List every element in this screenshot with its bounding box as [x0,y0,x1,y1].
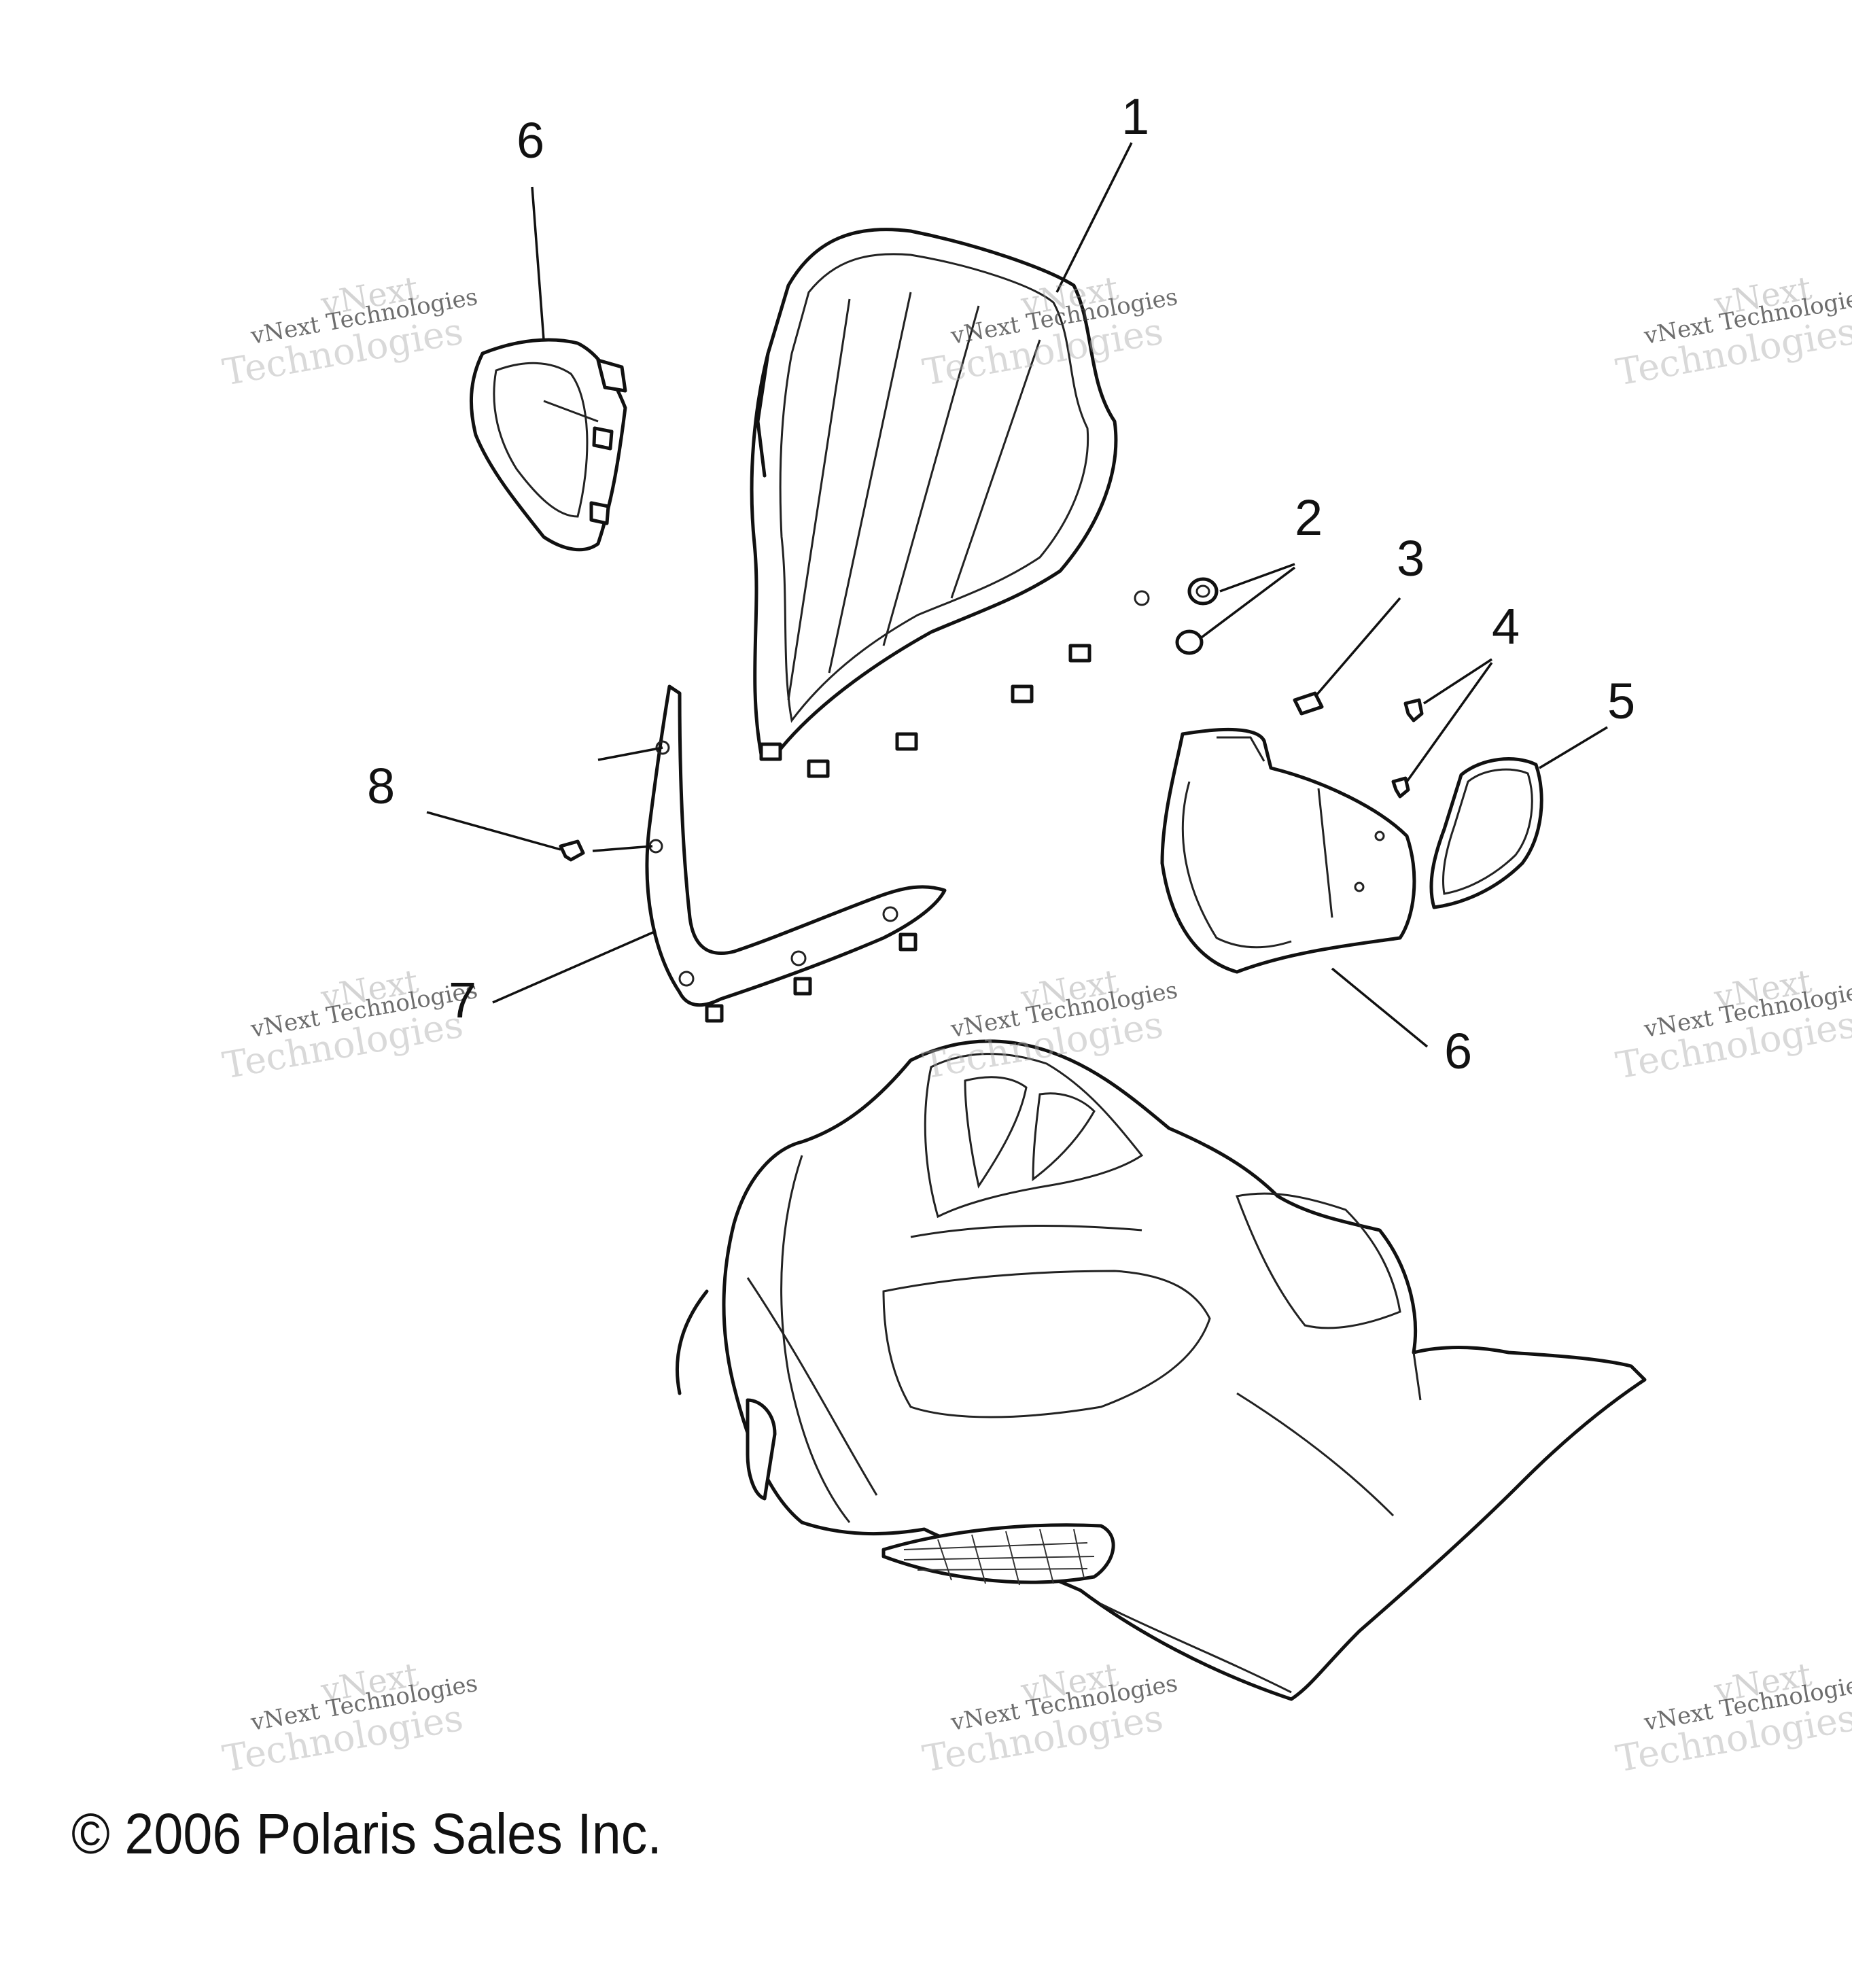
callout-8: 8 [367,758,396,814]
leader-lines [426,142,1608,1048]
mirror-glass-part-5 [1429,757,1543,909]
grommet-part-2 [1175,577,1219,655]
mirror-housing-part-6-left [469,338,627,552]
callout-6-right: 6 [1444,1023,1473,1079]
callout-5: 5 [1607,673,1636,729]
callout-4: 4 [1492,598,1520,655]
callout-7: 7 [449,972,477,1028]
screw-part-8 [559,839,585,862]
screw-part-3 [1293,691,1324,716]
fastener-part-4 [1391,698,1424,799]
mirror-housing-part-6-right [1160,727,1416,974]
callout-3: 3 [1397,530,1425,587]
trim-part-7 [645,684,947,1023]
copyright-text: © 2006 Polaris Sales Inc. [71,1802,662,1866]
windshield-part-1 [750,228,1150,778]
callout-6-left: 6 [517,112,545,169]
callout-1: 1 [1121,88,1150,145]
hood-assembly [675,1039,1647,1701]
callout-2: 2 [1295,489,1323,546]
